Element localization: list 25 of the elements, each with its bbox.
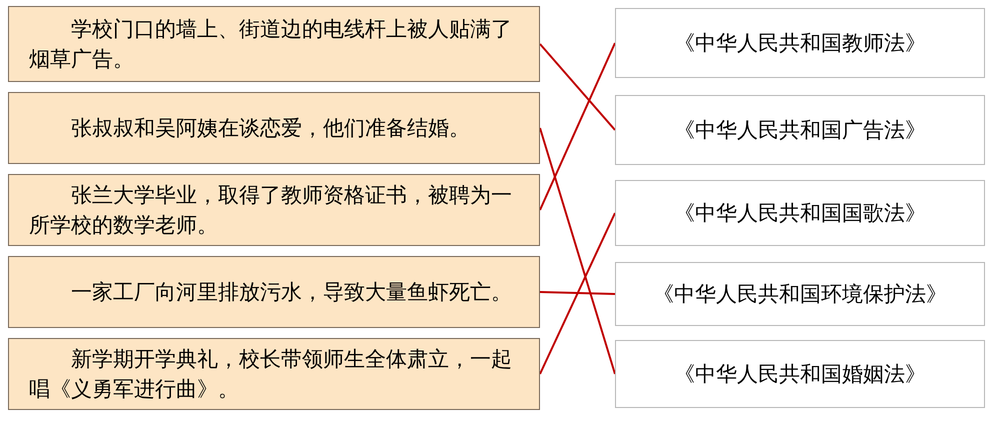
scenario-box [8, 174, 540, 246]
matching-line [540, 291, 616, 295]
matching-line [539, 42, 616, 210]
matching-line [539, 212, 616, 374]
scenario-box [8, 92, 540, 164]
scenario-text: 新学期开学典礼，校长带领师生全体肃立，一起唱《义勇军进行曲》。 [29, 346, 513, 403]
law-box [615, 180, 985, 246]
scenario-box [8, 6, 540, 82]
scenario-text: 张叔叔和吴阿姨在谈恋爱，他们准备结婚。 [70, 115, 470, 142]
law-name: 《中华人民共和国婚姻法》 [674, 361, 926, 388]
law-box [615, 95, 985, 165]
matching-line [539, 128, 616, 374]
scenario-box [8, 338, 540, 410]
law-box [615, 340, 985, 408]
law-name: 《中华人民共和国广告法》 [674, 117, 926, 144]
scenario-box [8, 256, 540, 328]
law-box [615, 8, 985, 78]
law-name: 《中华人民共和国教师法》 [674, 30, 926, 57]
law-name: 《中华人民共和国环境保护法》 [653, 281, 947, 308]
law-name: 《中华人民共和国国歌法》 [674, 200, 926, 227]
law-box [615, 262, 985, 326]
matching-line [539, 43, 616, 131]
scenario-text: 一家工厂向河里排放污水，导致大量鱼虾死亡。 [70, 279, 512, 306]
scenario-text: 张兰大学毕业，取得了教师资格证书，被聘为一所学校的数学老师。 [29, 182, 513, 239]
scenario-text: 学校门口的墙上、街道边的电线杆上被人贴满了烟草广告。 [29, 16, 513, 73]
